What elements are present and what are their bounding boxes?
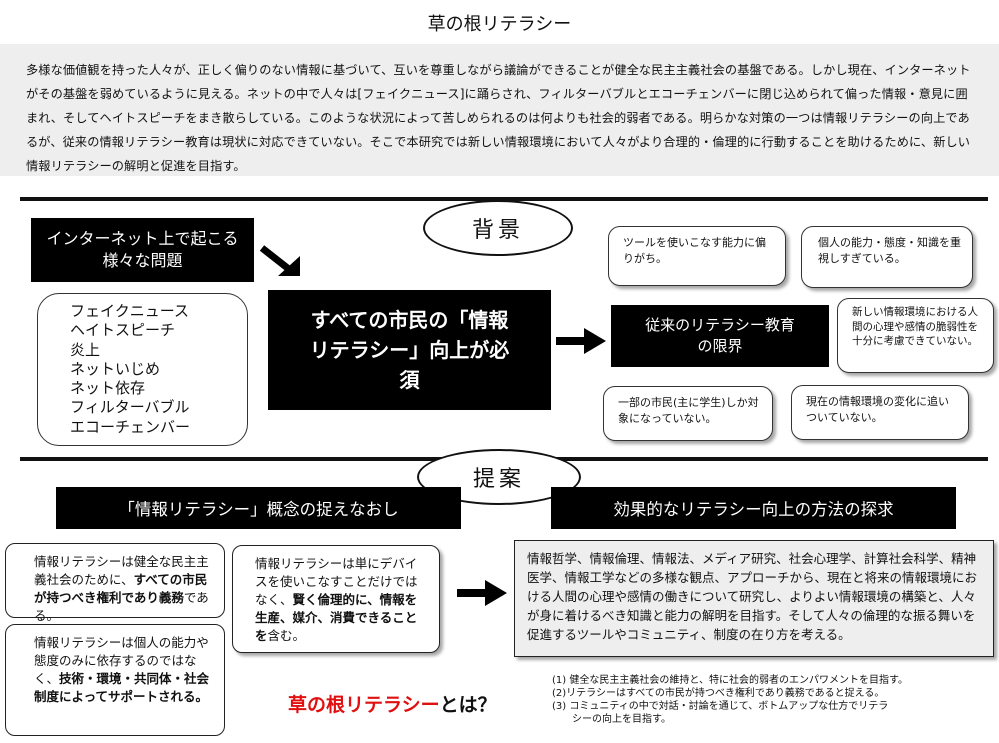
list-item: フェイクニュース bbox=[70, 302, 189, 320]
list-item: 炎上 bbox=[70, 340, 101, 359]
list-item: ヘイトスピーチ bbox=[70, 321, 176, 340]
note-item: シーの向上を目指す。 bbox=[572, 714, 671, 725]
limit-box-psychology: 新しい情報環境における人間の心理や感情の脆弱性を十分に考慮できていない。 bbox=[837, 298, 994, 373]
proposal-right-title: 効果的なリテラシー向上の方法の探求 bbox=[551, 487, 956, 529]
list-item: フィルターバブル bbox=[70, 398, 190, 417]
center-message-box: すべての市民の「情報リテラシー」向上が必須 bbox=[268, 290, 551, 410]
limit-box-students: 一部の市民(主に学生)しか対象になっていない。 bbox=[603, 386, 773, 441]
limits-title-box: 従来のリテラシー教育の限界 bbox=[611, 305, 829, 367]
background-heading: 背景 bbox=[423, 200, 573, 256]
proposal-box-ethics: 情報リテラシーは単にデバイスを使いこなすことだけではなく、賢く倫理的に、情報を生… bbox=[232, 545, 440, 653]
limit-box-individual: 個人の能力・態度・知識を重視しすぎている。 bbox=[801, 226, 973, 288]
list-item: ネットいじめ bbox=[70, 359, 161, 378]
problems-list: フェイクニュース ヘイトスピーチ 炎上 ネットいじめ ネット依存 フィルターバブ… bbox=[37, 293, 248, 446]
proposal-heading: 提案 bbox=[417, 449, 581, 505]
section-divider-top bbox=[20, 197, 988, 201]
proposal-left-title: 「情報リテラシー」概念の捉えなおし bbox=[56, 487, 461, 529]
limit-box-tools: ツールを使いこなす能力に偏りがち。 bbox=[608, 226, 786, 286]
principles-notes: (1) 健全な民主主義社会の維持と、特に社会的弱者のエンパワメントを目指す。 (… bbox=[552, 674, 908, 726]
note-item: (1) 健全な民主主義社会の維持と、特に社会的弱者のエンパワメントを目指す。 bbox=[552, 675, 908, 686]
page-title: 草の根リテラシー bbox=[427, 14, 572, 35]
tagline: 草の根リテラシーとは？ bbox=[288, 694, 497, 716]
proposal-box-rights: 情報リテラシーは健全な民主主義社会のために、すべての市民が持つべき権利であり義務… bbox=[5, 543, 225, 623]
problems-title-box: インターネット上で起こる様々な問題 bbox=[31, 218, 254, 282]
list-item: エコーチェンバー bbox=[70, 417, 191, 436]
arrow-proposal-to-method bbox=[457, 580, 507, 606]
arrow-problems-to-center bbox=[258, 242, 304, 280]
intro-paragraph: 多様な価値観を持った人々が、正しく偏りのない情報に基づいて、互いを尊重しながら議… bbox=[0, 44, 999, 176]
arrow-center-to-limits bbox=[556, 328, 606, 354]
note-item: (3) コミュニティの中で対話・討論を通じて、ボトムアップな仕方でリテラ bbox=[552, 701, 889, 712]
list-item: ネット依存 bbox=[70, 379, 146, 398]
limit-box-change: 現在の情報環境の変化に追いついていない。 bbox=[791, 385, 969, 440]
note-item: (2)リテラシーはすべての市民が持つべき権利であり義務であると捉える。 bbox=[552, 688, 885, 699]
proposal-box-support: 情報リテラシーは個人の能力や態度のみに依存するのではなく、技術・環境・共同体・社… bbox=[5, 624, 225, 736]
method-description: 情報哲学、情報倫理、情報法、メディア研究、社会心理学、計算社会科学、精神医学、情… bbox=[514, 540, 994, 657]
